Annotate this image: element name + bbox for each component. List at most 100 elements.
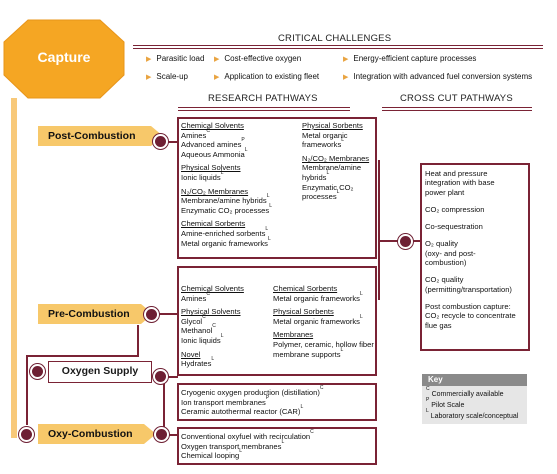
pathway-item: Ceramic autothermal reactor (CAR) — [181, 407, 301, 417]
challenge-item: ▶Parasitic load — [146, 54, 205, 63]
maturity-marker: L — [359, 313, 363, 320]
pathway-item: Ion transport membranes — [181, 397, 266, 407]
pathway-item: hybrids — [302, 172, 327, 182]
pathway-item: Oxygen transport membranes — [181, 441, 282, 451]
maturity-marker: L — [300, 404, 304, 411]
key-item: Laboratory scale/conceptual — [430, 413, 519, 420]
maturity-marker: L — [359, 290, 363, 297]
maturity-marker: L — [426, 408, 429, 414]
cross-cut-item: power plant — [425, 187, 465, 197]
pathway-item: Amines — [181, 293, 207, 303]
category-heading: Physical Solvents — [181, 307, 241, 317]
maturity-marker: C — [206, 127, 210, 134]
stage-label: Post-Combustion — [48, 130, 136, 142]
pathway-item: Conventional oxyfuel with recirculation — [181, 432, 311, 441]
connector-node — [146, 309, 157, 320]
maturity-marker: C — [310, 429, 314, 435]
connector-line — [163, 376, 165, 436]
pathway-item: Chemical looping — [181, 451, 240, 461]
connector-node — [155, 136, 166, 147]
connector-line — [137, 325, 139, 357]
maturity-marker: C — [212, 323, 216, 330]
cross-cut-box — [420, 163, 530, 351]
cross-cut-item: O₂ quality — [425, 239, 458, 249]
connector-line — [163, 434, 178, 436]
maturity-marker: L — [266, 193, 270, 200]
cross-cut-title: CROSS CUT PATHWAYS — [400, 93, 513, 104]
category-heading: N₂/CO₂ Membranes — [181, 186, 249, 196]
maturity-marker: L — [239, 448, 243, 455]
connector-node — [32, 366, 43, 377]
maturity-marker: C — [426, 386, 430, 392]
maturity-marker: P — [241, 137, 245, 144]
connector-line — [378, 160, 380, 240]
connector-node — [400, 236, 411, 247]
oxy-combustion-items: Conventional oxyfuel with recirculationC… — [181, 429, 314, 461]
cross-cut-item: Co-sequestration — [425, 222, 483, 232]
maturity-marker: P — [426, 397, 430, 403]
triangle-bullet-icon: ▶ — [343, 74, 349, 81]
key-title: Key — [422, 374, 527, 386]
cross-cut-item: CO₂ compression — [425, 204, 485, 214]
maturity-marker: C — [319, 385, 324, 391]
category-heading: Chemical Solvents — [181, 284, 244, 293]
oxy-combustion-box — [177, 427, 377, 465]
stage-pre-combustion: Pre-Combustion — [38, 304, 153, 324]
challenge-item: ▶Cost-effective oxygen — [214, 54, 302, 63]
category-heading: Physical Solvents — [181, 163, 241, 173]
stage-oxy-combustion: Oxy-Combustion — [38, 424, 156, 444]
challenges-rule-bottom — [133, 48, 543, 49]
cross-cut-item: CO₂ quality — [425, 275, 464, 285]
research-rule-top — [178, 107, 350, 108]
category-heading: Physical Sorbents — [273, 307, 334, 317]
maturity-marker: P — [265, 394, 270, 401]
connector-node — [155, 371, 166, 382]
oxygen-supply-box — [177, 383, 377, 421]
maturity-marker: L — [269, 202, 272, 209]
pathway-item: Methanol — [181, 326, 213, 336]
connector-node — [156, 429, 167, 440]
oxygen-supply-items: Cryogenic oxygen production (distillatio… — [181, 385, 324, 417]
maturity-marker: L — [326, 169, 330, 176]
category-heading: Chemical Sorbents — [273, 284, 338, 293]
pathway-item: Aqueous Ammonia — [181, 149, 245, 159]
connector-line — [166, 141, 178, 143]
pathway-item: Metal organic — [302, 130, 348, 140]
stage-label: Pre-Combustion — [48, 308, 130, 320]
stage-label: Oxygen Supply — [61, 365, 139, 377]
triangle-bullet-icon: ▶ — [343, 56, 349, 63]
crosscut-rule-bottom — [382, 110, 532, 111]
challenge-item: ▶Energy-efficient capture processes — [343, 54, 477, 63]
critical-challenges-title: CRITICAL CHALLENGES — [278, 33, 392, 44]
cross-cut-item: (oxy- and post- — [425, 248, 476, 258]
challenge-item: ▶Application to existing fleet — [214, 72, 320, 81]
maturity-marker: L — [265, 225, 269, 232]
connector-line — [163, 376, 178, 378]
challenge-item: ▶Integration with advanced fuel conversi… — [343, 72, 533, 81]
maturity-marker: L — [281, 438, 285, 445]
maturity-marker: L — [336, 189, 340, 196]
category-heading: Novel — [181, 349, 201, 359]
pathway-item: processes — [302, 192, 337, 202]
pathway-item: Enzymatic CO₂ — [302, 182, 354, 192]
maturity-marker: L — [244, 146, 248, 153]
triangle-bullet-icon: ▶ — [146, 74, 152, 81]
pre-right-column: Chemical Sorbents Metal organic framewor… — [273, 284, 374, 359]
pathway-item: Metal organic frameworks — [273, 293, 360, 303]
connector-line — [26, 355, 138, 357]
maturity-marker: L — [267, 235, 271, 242]
category-heading: Chemical Solvents — [181, 121, 244, 130]
cross-cut-item: integration with base — [425, 178, 495, 188]
post-left-column: Chemical Solvents AminesC Advanced amine… — [181, 121, 272, 248]
maturity-marker: L — [220, 332, 224, 339]
stage-label: Oxy-Combustion — [48, 428, 133, 440]
post-right-column: Physical Sorbents Metal organic framewor… — [302, 121, 369, 202]
research-rule-bottom — [178, 110, 350, 111]
maturity-marker: L — [220, 169, 224, 176]
pathway-item: Metal organic frameworks — [273, 316, 360, 326]
pre-left-column: Chemical Solvents AminesC Physical Solve… — [181, 284, 244, 369]
cross-cut-item: flue gas — [425, 320, 452, 330]
maturity-marker: L — [340, 346, 344, 353]
key-item: Commercially available — [431, 391, 504, 398]
